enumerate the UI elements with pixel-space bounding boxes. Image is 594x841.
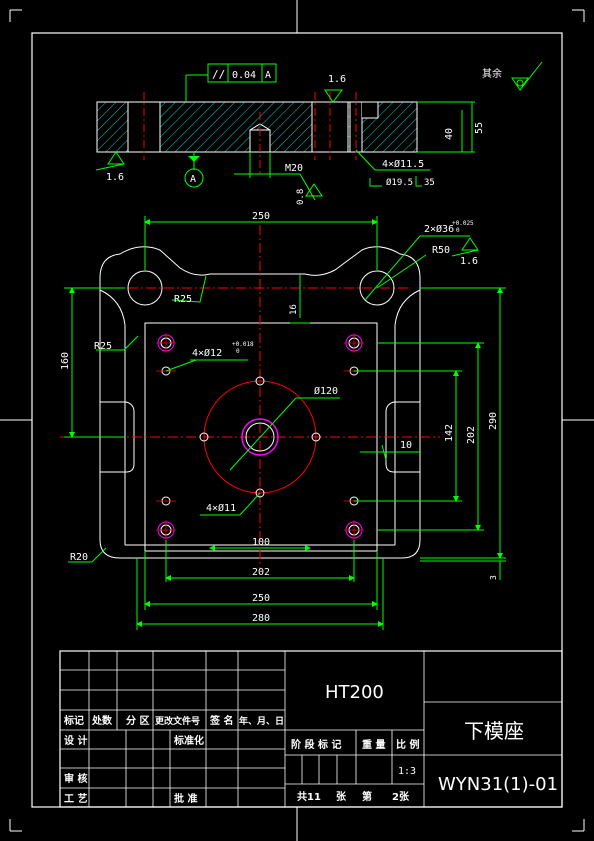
dim-40-text: 40 (444, 128, 455, 140)
dim-cbore-text: Ø19.5 (386, 177, 413, 188)
roughness-left: 1.6 (95, 151, 125, 183)
dim-cbore-depth-text: 35 (424, 178, 435, 188)
hdr-date: 年、月、日 (239, 715, 284, 727)
hdr-sign: 签 名 (209, 714, 233, 727)
label-review: 审 核 (64, 772, 87, 785)
material: HT200 (325, 682, 384, 703)
label-design: 设 计 (64, 734, 87, 747)
label-standardize: 标准化 (173, 734, 204, 747)
dim-280: 280 (252, 613, 270, 624)
dim-10: 10 (400, 440, 412, 451)
dim-202-v: 202 (466, 426, 477, 444)
label-scale: 比 例 (396, 738, 419, 751)
roughness-remaining: 其余 (482, 61, 543, 91)
dim-pins-tol: +0.025 (452, 220, 474, 227)
label-process: 工 艺 (64, 792, 87, 805)
roughness-pins: 1.6 (460, 256, 478, 267)
dim-250-top: 250 (252, 211, 270, 222)
sheets-word: 张 (336, 790, 347, 803)
dim-r50: R50 (432, 245, 450, 256)
sheet-no: 2张 (392, 790, 410, 803)
hdr-count: 处数 (91, 714, 113, 727)
label-approve: 批 准 (174, 792, 197, 805)
dim-m20: M20 (234, 152, 303, 178)
dim-pins-tol-low: 0 (456, 227, 460, 234)
dim-holes-callout: 4×Ø11.5 Ø19.5 35 (355, 149, 435, 188)
dim-holes12: 4×Ø12 (192, 347, 222, 359)
dim-holes12-tol-low: 0 (236, 348, 240, 355)
dim-160: 160 (60, 352, 71, 370)
title-block-text: HT200 下模座 WYN31(1)-01 标记 处数 分 区 更改文件号 签 … (63, 682, 558, 805)
drawing-number: WYN31(1)-01 (438, 774, 558, 795)
dim-142: 142 (444, 424, 455, 442)
hdr-mark: 标记 (63, 714, 84, 727)
flatness-frame: // 0.04 A (185, 63, 277, 102)
dim-depth-text: 0.8 (296, 189, 306, 205)
section-view: // 0.04 A A 1.6 1.6 其余 (95, 61, 543, 205)
plan-view: 250 2×Ø36 +0.025 0 R50 1.6 R25 16 R25 16… (60, 211, 506, 630)
dim-holes-text: 4×Ø11.5 (382, 158, 424, 170)
dim-r25-outer: R25 (94, 341, 112, 352)
dim-m20-text: M20 (285, 163, 303, 174)
dim-thickness: 40 55 (417, 101, 485, 153)
dim-3: 3 (489, 575, 498, 580)
label-stage: 阶 段 标 记 (291, 738, 341, 751)
dim-202-h: 202 (252, 567, 270, 578)
sheets-total: 共11 (297, 790, 321, 803)
flatness-symbol: // (212, 68, 225, 81)
roughness-top-value: 1.6 (328, 74, 346, 85)
flatness-datum: A (265, 70, 271, 81)
dim-holes12-tol: +0.018 (232, 341, 254, 348)
label-weight: 重 量 (362, 738, 385, 751)
title-block (59, 650, 563, 808)
roughness-top: 1.6 (324, 74, 346, 103)
dim-r25-inner: R25 (174, 294, 192, 305)
dim-pins: 2×Ø36 (424, 223, 454, 235)
dim-r20: R20 (70, 552, 88, 563)
roughness-left-value: 1.6 (106, 172, 124, 183)
dim-120: Ø120 (314, 385, 338, 397)
scale-value: 1:3 (398, 766, 416, 777)
plan-dims (64, 216, 506, 630)
dim-100: 100 (252, 537, 270, 548)
part-name: 下模座 (464, 719, 524, 743)
sheet-no-label: 第 (362, 790, 372, 803)
dim-55-text: 55 (474, 122, 485, 134)
dim-290: 290 (488, 412, 499, 430)
hdr-zone: 分 区 (126, 714, 149, 727)
flatness-value: 0.04 (232, 70, 256, 81)
dim-250-bottom: 250 (252, 593, 270, 604)
hdr-change-doc: 更改文件号 (155, 715, 200, 727)
dim-16: 16 (289, 304, 299, 315)
datum-label: A (190, 174, 196, 185)
datum-a: A (184, 152, 204, 188)
roughness-remaining-text: 其余 (482, 67, 502, 80)
dim-depth: 0.8 (296, 173, 323, 205)
dim-holes11: 4×Ø11 (206, 502, 236, 514)
